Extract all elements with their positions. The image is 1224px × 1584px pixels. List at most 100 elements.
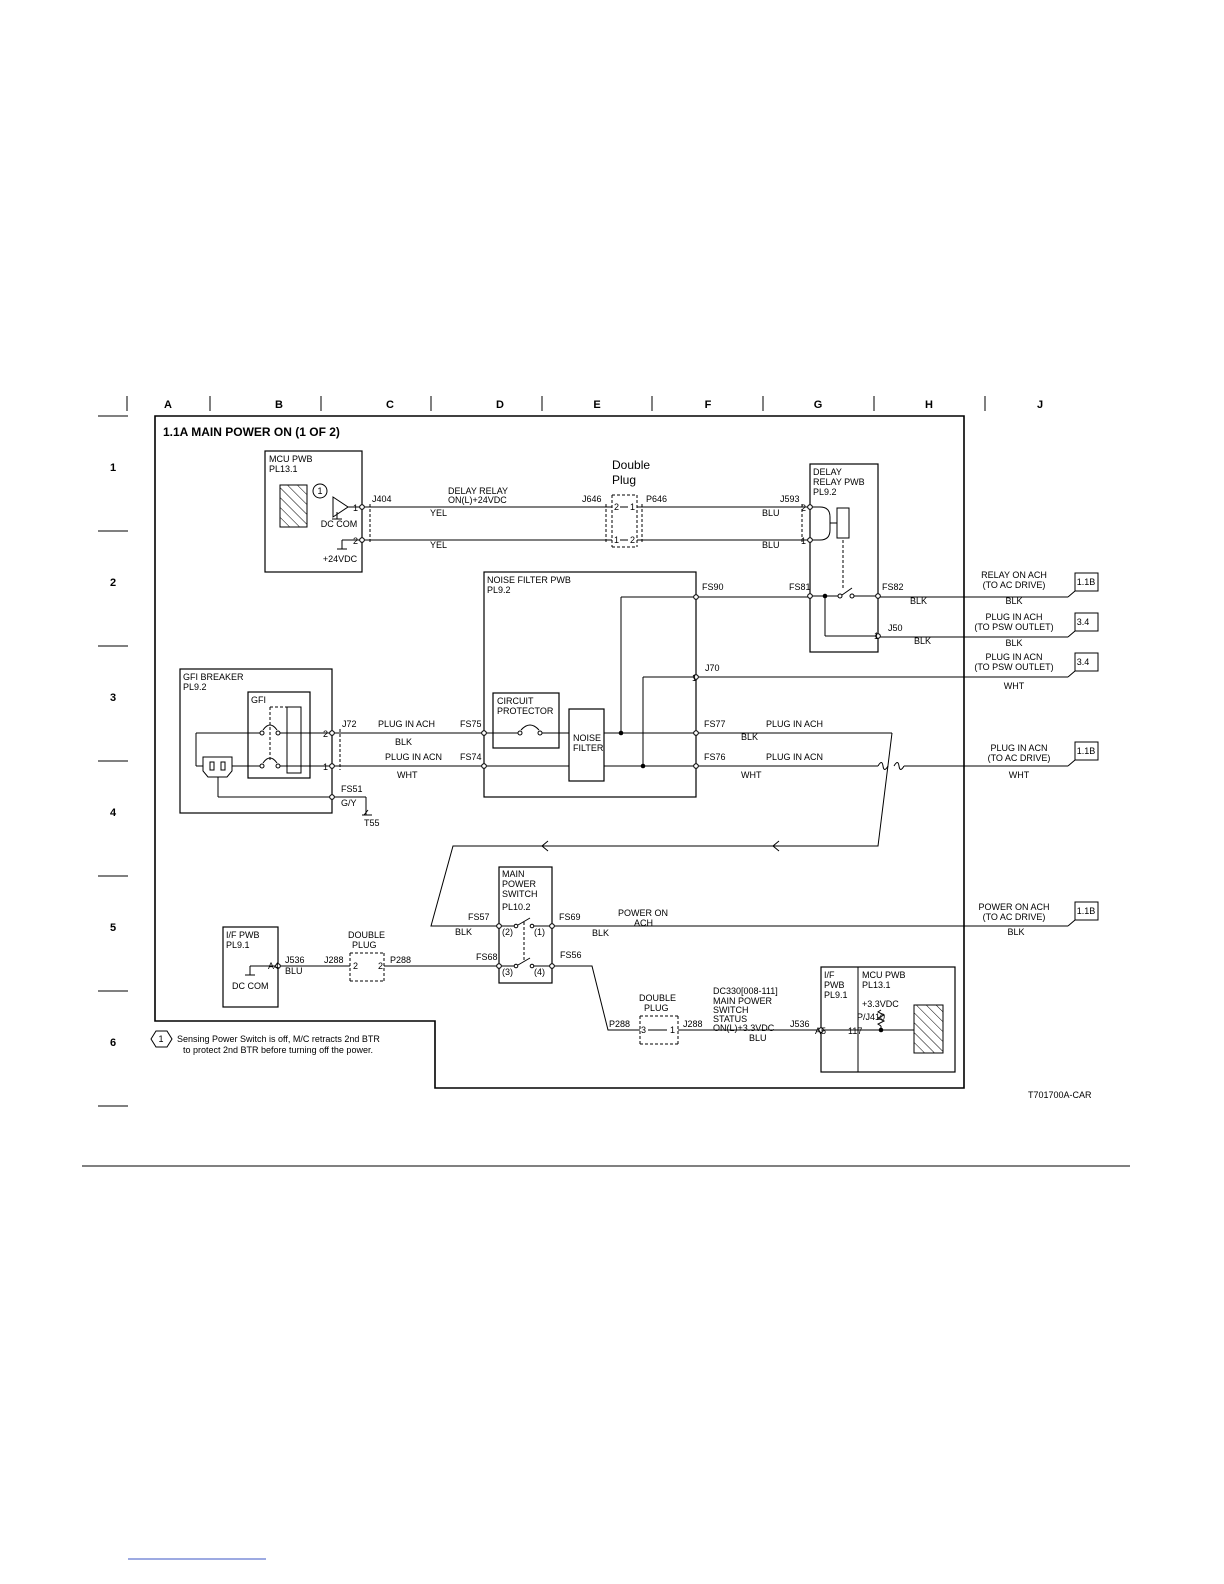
mcu-pwb-top: MCU PWB PL13.1 1 DC COM +24VDC 1 2 <box>264 450 365 573</box>
svg-text:3: 3 <box>641 1025 646 1035</box>
svg-text:J536: J536 <box>790 1019 810 1029</box>
svg-text:2: 2 <box>801 503 806 513</box>
svg-text:DOUBLE: DOUBLE <box>639 993 676 1003</box>
svg-text:WHT: WHT <box>1004 681 1025 691</box>
svg-text:MCU PWB: MCU PWB <box>862 970 906 980</box>
svg-text:2: 2 <box>353 536 358 546</box>
gfi-wires: J72 PLUG IN ACH BLK PLUG IN ACN WHT <box>334 719 482 780</box>
svg-text:PL13.1: PL13.1 <box>862 980 891 990</box>
svg-text:BLK: BLK <box>1005 638 1022 648</box>
grid-col-label: C <box>386 399 394 411</box>
note-1: 1 Sensing Power Switch is off, M/C retra… <box>150 1030 380 1055</box>
diagram-title: 1.1A MAIN POWER ON (1 OF 2) <box>163 425 340 439</box>
svg-text:PL10.2: PL10.2 <box>502 902 531 912</box>
delay-relay-wires: J404 DELAY RELAY ON(L)+24VDC YEL YEL J64… <box>364 486 612 550</box>
grid-col-label: J <box>1037 399 1043 411</box>
svg-text:FS90: FS90 <box>702 582 724 592</box>
grid-col-label: G <box>814 399 823 411</box>
gfi-breaker: GFI BREAKER PL9.2 GFI 2 1 FS51 G/Y <box>179 668 380 828</box>
svg-text:(TO PSW OUTLET): (TO PSW OUTLET) <box>974 622 1053 632</box>
grid-col-label: F <box>705 399 712 411</box>
svg-text:PL9.2: PL9.2 <box>813 487 837 497</box>
delay-relay-wires-right: P646 BLU BLU J593 <box>637 494 810 550</box>
svg-text:PLUG IN ACH: PLUG IN ACH <box>378 719 435 729</box>
svg-text:(3): (3) <box>502 967 513 977</box>
svg-text:MCU PWB: MCU PWB <box>269 454 313 464</box>
svg-text:1: 1 <box>801 536 806 546</box>
svg-text:FILTER: FILTER <box>573 743 604 753</box>
svg-text:PWB: PWB <box>824 980 845 990</box>
svg-text:DELAY RELAY: DELAY RELAY <box>448 486 508 496</box>
svg-text:+3.3VDC: +3.3VDC <box>862 999 899 1009</box>
svg-text:(1): (1) <box>534 927 545 937</box>
svg-text:PLUG IN ACN: PLUG IN ACN <box>766 752 823 762</box>
svg-text:(TO AC DRIVE): (TO AC DRIVE) <box>983 580 1046 590</box>
svg-text:P288: P288 <box>609 1019 630 1029</box>
svg-text:POWER: POWER <box>502 879 537 889</box>
svg-text:J72: J72 <box>342 719 357 729</box>
svg-text:J646: J646 <box>582 494 602 504</box>
svg-text:J70: J70 <box>705 663 720 673</box>
svg-text:2: 2 <box>353 961 358 971</box>
dc330-label: DC330[008-111] MAIN POWER SWITCH STATUS … <box>713 986 810 1043</box>
svg-text:1: 1 <box>158 1034 163 1044</box>
svg-text:SWITCH: SWITCH <box>502 889 538 899</box>
svg-text:PLUG IN ACN: PLUG IN ACN <box>985 652 1042 662</box>
svg-text:BLK: BLK <box>1007 927 1024 937</box>
figure-id: T701700A-CAR <box>1028 1090 1092 1100</box>
svg-text:FS81: FS81 <box>789 582 811 592</box>
svg-text:1: 1 <box>630 502 635 512</box>
svg-text:3.4: 3.4 <box>1077 657 1090 667</box>
svg-text:MAIN: MAIN <box>502 869 525 879</box>
svg-text:J50: J50 <box>888 623 903 633</box>
svg-text:FS75: FS75 <box>460 719 482 729</box>
svg-text:FS82: FS82 <box>882 582 904 592</box>
svg-text:BLK: BLK <box>914 636 931 646</box>
svg-text:FS76: FS76 <box>704 752 726 762</box>
svg-text:BLU: BLU <box>749 1033 767 1043</box>
svg-text:PL9.2: PL9.2 <box>183 682 207 692</box>
svg-text:BLU: BLU <box>762 508 780 518</box>
if-mcu-pwb-bottom: I/F PWB PL9.1 MCU PWB PL13.1 +3.3VDC P/J… <box>815 966 956 1073</box>
svg-text:1.1B: 1.1B <box>1077 906 1096 916</box>
svg-text:SWITCH: SWITCH <box>713 1005 749 1015</box>
svg-text:DC330[008-111]: DC330[008-111] <box>713 986 778 996</box>
output-reference-power-on-ach: POWER ON ACH (TO AC DRIVE) BLK 1.1B <box>978 901 1099 937</box>
svg-text:J288: J288 <box>683 1019 703 1029</box>
svg-text:1: 1 <box>692 673 697 683</box>
output-reference-plug-in-acn-psw: PLUG IN ACN (TO PSW OUTLET) WHT 3.4 <box>974 652 1099 691</box>
svg-text:PLUG: PLUG <box>352 940 377 950</box>
svg-text:BLK: BLK <box>741 732 758 742</box>
double-plug-mid: DOUBLE PLUG 2 2 P288 <box>348 930 497 982</box>
svg-text:GFI: GFI <box>251 695 266 705</box>
svg-text:2: 2 <box>378 961 383 971</box>
svg-text:1: 1 <box>353 503 358 513</box>
if-pwb-left: I/F PWB PL9.1 DC COM A4 J536 BLU J288 <box>222 926 350 1008</box>
svg-text:1.1B: 1.1B <box>1077 746 1096 756</box>
svg-text:BLK: BLK <box>455 927 472 937</box>
output-reference-plug-in-ach: PLUG IN ACH (TO PSW OUTLET) BLK 3.4 <box>974 612 1099 648</box>
svg-text:DELAY: DELAY <box>813 467 842 477</box>
diagram-frame <box>154 415 965 1089</box>
svg-text:PL9.1: PL9.1 <box>226 940 250 950</box>
svg-text:J536: J536 <box>285 955 305 965</box>
double-plug-bottom: DOUBLE PLUG 3 1 J288 <box>639 993 821 1045</box>
grid-col-label: H <box>925 399 933 411</box>
double-plug-top: Double Plug 2 1 1 2 <box>611 458 650 548</box>
grid-row-label: 3 <box>110 692 116 704</box>
grid-col-label: A <box>164 399 172 411</box>
grid-columns: A B C D E F G H J <box>126 396 1043 411</box>
svg-text:PL9.1: PL9.1 <box>824 990 848 1000</box>
svg-text:P646: P646 <box>646 494 667 504</box>
svg-text:BLK: BLK <box>910 596 927 606</box>
svg-text:FS68: FS68 <box>476 952 498 962</box>
svg-text:T55: T55 <box>364 818 380 828</box>
svg-text:NOISE FILTER PWB: NOISE FILTER PWB <box>487 575 571 585</box>
svg-text:BLK: BLK <box>592 928 609 938</box>
svg-text:BLU: BLU <box>285 966 303 976</box>
svg-text:MAIN POWER: MAIN POWER <box>713 996 773 1006</box>
svg-text:to protect 2nd BTR before turn: to protect 2nd BTR before turning off th… <box>183 1045 373 1055</box>
svg-text:FS69: FS69 <box>559 912 581 922</box>
svg-text:RELAY ON ACH: RELAY ON ACH <box>981 570 1047 580</box>
svg-text:DC COM: DC COM <box>321 519 358 529</box>
